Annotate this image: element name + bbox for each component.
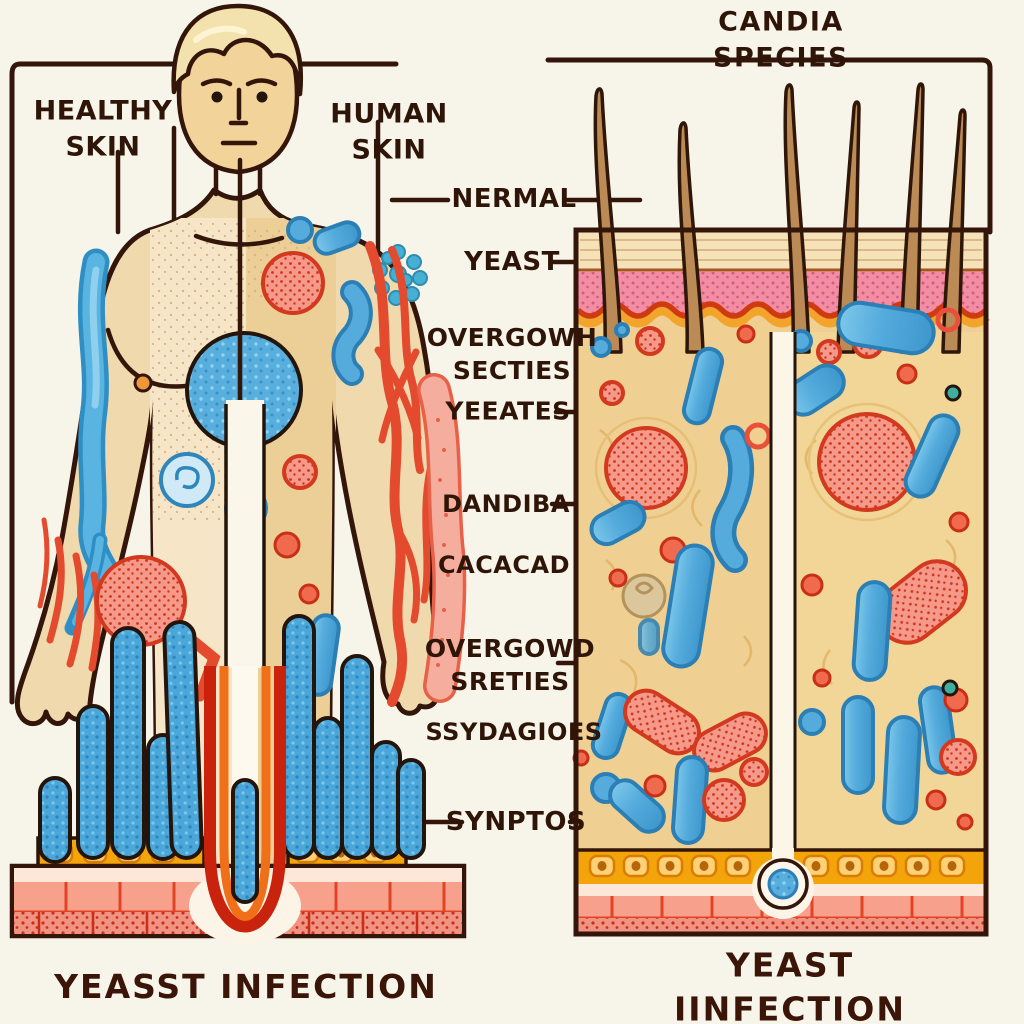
panel-cell-layer — [576, 848, 986, 884]
panel-divider-channel — [769, 332, 797, 852]
blue-rod-cluster — [38, 614, 426, 864]
side-label-overgowd-sreties: OVERGOWD SRETIES — [424, 634, 596, 696]
hair — [171, 3, 304, 97]
label-healthy-skin: HEALTHY SKIN — [33, 95, 173, 162]
side-label-synptos: SYNPTOS — [445, 806, 587, 837]
epidermis-layer — [576, 272, 986, 314]
page-title: CANDIA SPECIES — [713, 6, 849, 73]
panel-left-column-microbes — [572, 322, 772, 845]
side-label-ssydagioes: SSYDAGIOES — [425, 718, 603, 747]
budding-yeast — [159, 452, 215, 508]
caption-right: YEAST IINFECTION — [674, 945, 906, 1024]
panel-border — [573, 227, 989, 937]
infection-loop — [189, 666, 301, 944]
candida-colony-large — [817, 412, 917, 512]
hair-shaft — [593, 87, 623, 354]
hair-shaft — [783, 83, 811, 354]
eye-right — [256, 91, 268, 103]
caption-left: YEASST INFECTION — [54, 967, 438, 1007]
ghost-cell — [621, 573, 667, 619]
side-label-yeeates: YEEATES — [445, 396, 571, 426]
side-label-dandiba: DANDIBA — [442, 490, 570, 519]
candida-colony — [604, 426, 688, 510]
invading-rod — [231, 778, 259, 904]
side-label-cacacad: CACACAD — [438, 551, 570, 580]
pec-line — [105, 327, 189, 389]
side-label-nermal: NERMAL — [451, 183, 577, 214]
label-human-skin: HUMAN SKIN — [330, 98, 448, 165]
eye-left — [211, 91, 223, 103]
hair-shaft — [899, 82, 925, 354]
eyebrow-right — [245, 78, 278, 87]
red-microbe-colony — [261, 251, 325, 315]
nipple — [133, 373, 153, 393]
head — [171, 3, 304, 175]
eyebrow-left — [200, 78, 233, 87]
hair-shaft — [836, 100, 861, 354]
bracket-lines — [9, 57, 993, 705]
side-label-overgowh-secties: OVERGOWH SECTIES — [426, 323, 598, 385]
skin-cross-section-panel — [572, 82, 990, 937]
panel-brick-wall — [578, 857, 984, 932]
center-divider — [224, 157, 266, 668]
blue-yeast-in-bulb — [767, 868, 799, 900]
panel-right-column-microbes — [784, 300, 977, 831]
hair-shaft — [677, 121, 705, 354]
side-label-yeast: YEAST — [464, 246, 560, 277]
